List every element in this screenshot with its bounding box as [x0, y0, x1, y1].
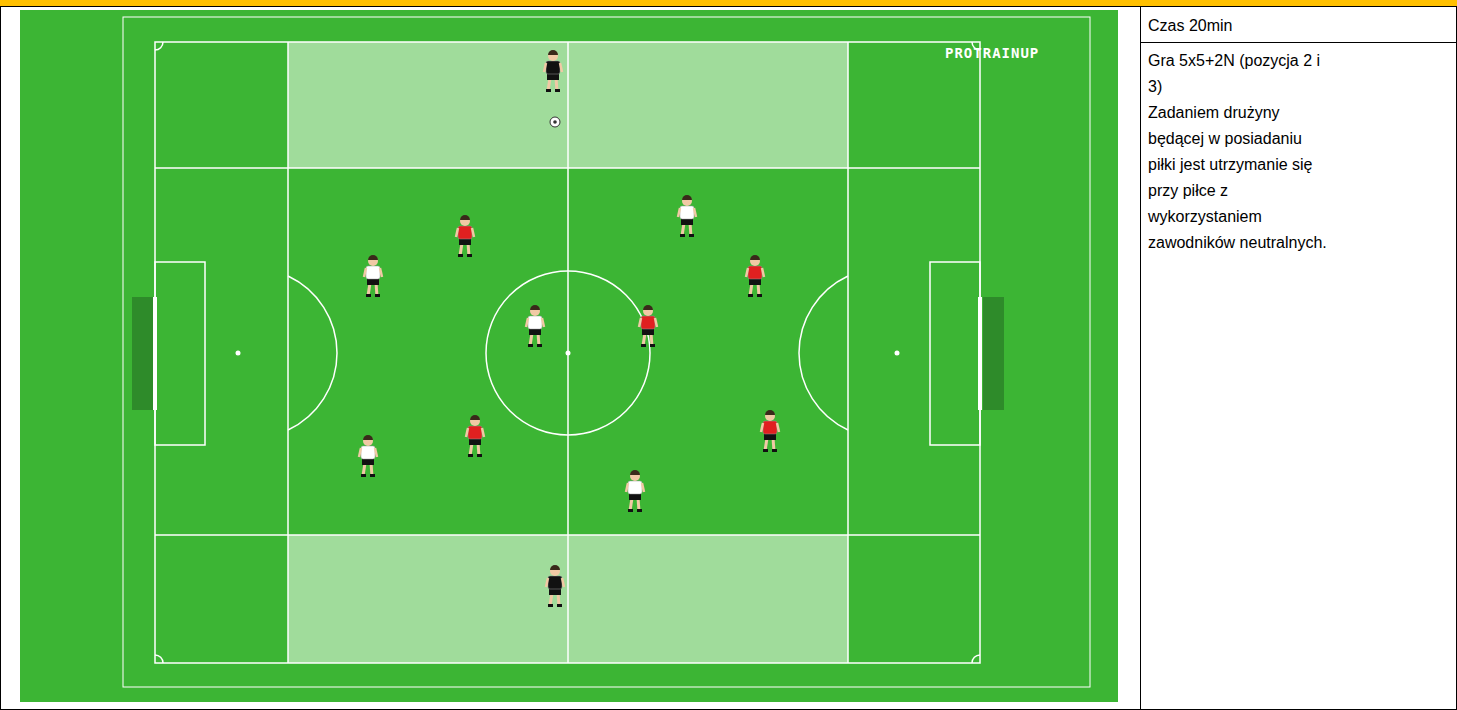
table-cell: Czas 20min	[1148, 13, 1438, 39]
player-figure	[456, 215, 474, 257]
table-grid	[1, 6, 1457, 710]
grass	[20, 10, 1118, 702]
player-figure	[639, 305, 657, 347]
player-figure	[626, 470, 644, 512]
header-bar	[0, 0, 1457, 6]
player-figure	[746, 255, 764, 297]
pitch-spots	[236, 351, 900, 356]
player-figure	[544, 50, 562, 92]
goal	[132, 297, 153, 410]
player-figure	[364, 255, 382, 297]
player-figure	[526, 305, 544, 347]
player-figure	[546, 565, 564, 607]
goal-line	[978, 297, 982, 410]
table-cell: Zadaniem drużyny będącej w posiadaniu pi…	[1148, 100, 1328, 256]
goal-line	[153, 297, 157, 410]
player-figure	[761, 410, 779, 452]
table-cell: Gra 5x5+2N (pozycja 2 i 3)	[1148, 48, 1328, 100]
player-figure	[359, 435, 377, 477]
players	[359, 50, 779, 607]
pitch-lines	[123, 17, 1090, 687]
watermark: PROTRAINUP	[945, 44, 1085, 62]
ball	[550, 117, 560, 127]
goal	[983, 297, 1004, 410]
player-figure	[466, 415, 484, 457]
player-figure	[678, 195, 696, 237]
